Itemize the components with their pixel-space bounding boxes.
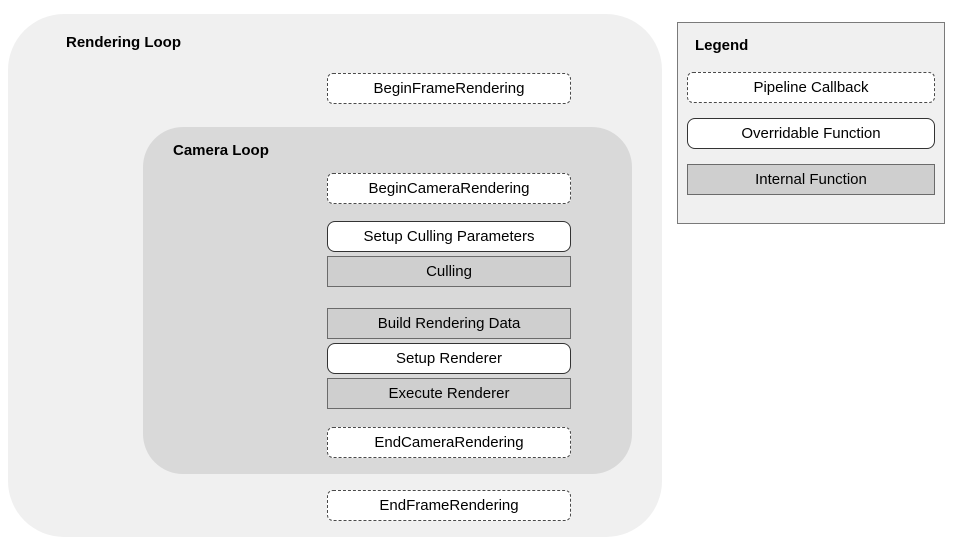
node-end-frame-rendering: EndFrameRendering <box>327 490 571 521</box>
rendering-loop-title: Rendering Loop <box>66 34 181 51</box>
node-begin-camera-rendering: BeginCameraRendering <box>327 173 571 204</box>
rendering-loop-container: Rendering Loop BeginFrameRendering Camer… <box>8 14 662 537</box>
legend-box: Legend Pipeline Callback Overridable Fun… <box>677 22 945 224</box>
node-culling: Culling <box>327 256 571 287</box>
node-begin-frame-rendering: BeginFrameRendering <box>327 73 571 104</box>
node-end-camera-rendering: EndCameraRendering <box>327 427 571 458</box>
node-execute-renderer: Execute Renderer <box>327 378 571 409</box>
node-setup-renderer: Setup Renderer <box>327 343 571 374</box>
legend-item-pipeline-callback: Pipeline Callback <box>687 72 935 103</box>
camera-loop-title: Camera Loop <box>173 142 269 159</box>
legend-item-internal-function: Internal Function <box>687 164 935 195</box>
node-build-rendering-data: Build Rendering Data <box>327 308 571 339</box>
node-setup-culling-parameters: Setup Culling Parameters <box>327 221 571 252</box>
legend-title: Legend <box>695 37 749 54</box>
camera-loop-container: Camera Loop BeginCameraRendering Setup C… <box>143 127 632 474</box>
legend-item-overridable-function: Overridable Function <box>687 118 935 149</box>
